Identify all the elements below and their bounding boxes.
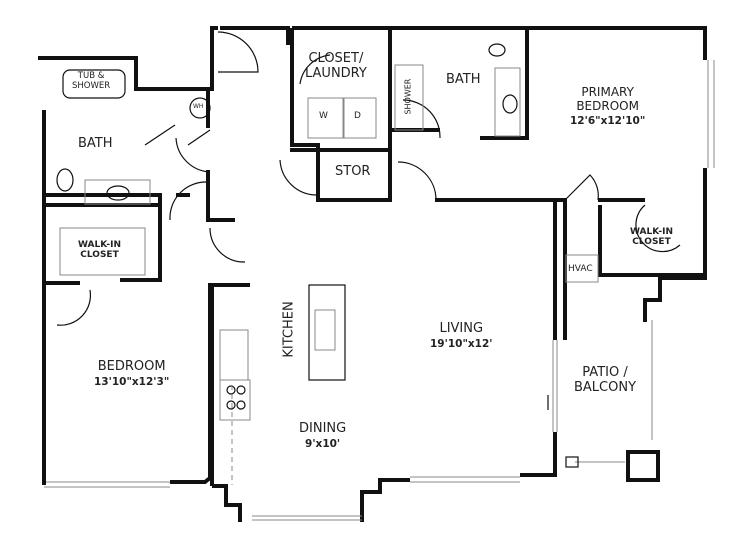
- kitchen-label: KITCHEN: [281, 301, 297, 358]
- patio-line1: PATIO /: [582, 365, 628, 380]
- washer-label: W: [319, 111, 328, 121]
- living-dims: 19'10"x12': [430, 337, 493, 350]
- dining-dims: 9'x10': [305, 437, 341, 450]
- doors: [56, 31, 681, 326]
- closet-laundry-line2: LAUNDRY: [305, 65, 367, 81]
- bedroom-name: BEDROOM: [97, 359, 166, 374]
- dryer-label: D: [354, 111, 361, 121]
- dining-name: DINING: [299, 421, 347, 436]
- shower-label: SHOWER: [403, 78, 413, 115]
- fixtures: [56, 43, 660, 485]
- primary-bedroom-line1: PRIMARY: [581, 85, 634, 99]
- closet-laundry-line1: CLOSET/: [308, 51, 364, 66]
- patio-label: PATIO /BALCONY: [574, 365, 637, 396]
- bath-primary-label: BATH: [446, 72, 481, 87]
- walk-in-closet-left-line2: CLOSET: [80, 250, 119, 261]
- patio-line2: BALCONY: [574, 379, 637, 395]
- closet-laundry-label: CLOSET/LAUNDRY: [305, 51, 367, 82]
- walls: [38, 26, 715, 522]
- walk-in-closet-primary-line1: WALK-IN: [630, 227, 674, 237]
- tub-shower-label: TUB &SHOWER: [72, 71, 111, 92]
- primary-bedroom-dims: 12'6"x12'10": [570, 114, 646, 127]
- water-heater-label: WH: [193, 103, 204, 110]
- bath-left-label: BATH: [78, 136, 113, 151]
- walk-in-closet-primary-line2: CLOSET: [632, 237, 671, 248]
- stor-label: STOR: [335, 164, 371, 179]
- walk-in-closet-left-line1: WALK-IN: [78, 240, 122, 250]
- primary-bedroom-line2: BEDROOM: [576, 98, 639, 113]
- hvac-label: HVAC: [568, 264, 593, 274]
- bedroom-dims: 13'10"x12'3": [94, 375, 170, 388]
- living-name: LIVING: [439, 321, 484, 336]
- tub-shower-line1: TUB &: [77, 71, 105, 81]
- tub-shower-line2: SHOWER: [72, 80, 111, 91]
